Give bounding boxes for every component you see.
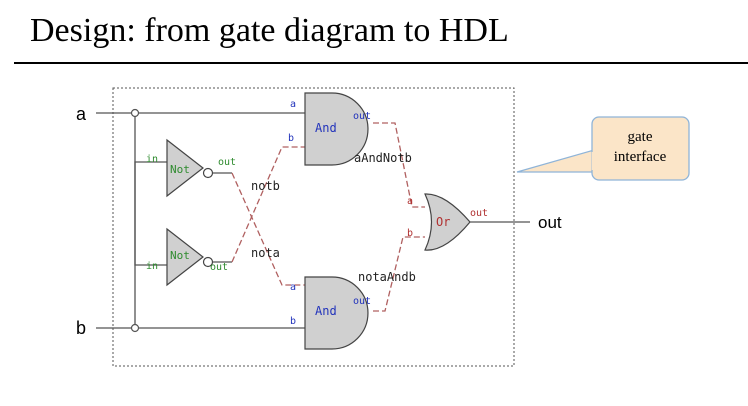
and-bottom-pin-a: a — [290, 282, 296, 293]
callout-pointer — [516, 149, 595, 173]
input-wires — [96, 112, 305, 329]
and-top-pin-a: a — [290, 99, 296, 110]
and-gate-bottom — [304, 276, 369, 350]
and-bottom-pin-b: b — [290, 316, 296, 327]
or-name: Or — [436, 215, 450, 229]
output-label: out — [538, 213, 562, 232]
internal-wires — [231, 122, 425, 312]
not-top-in-pin: in — [146, 154, 158, 165]
title-divider — [14, 62, 748, 64]
or-pin-a: a — [407, 196, 413, 207]
not-gate-top — [166, 138, 214, 198]
and-top-name: And — [315, 121, 337, 135]
and-top-out-pin: out — [353, 111, 371, 122]
wire-label-aAndNotb: aAndNotb — [354, 151, 412, 165]
not-bottom-out-pin: out — [210, 262, 228, 273]
or-out-pin: out — [470, 208, 488, 219]
callout-line-2: interface — [614, 149, 667, 165]
and-bottom-name: And — [315, 304, 337, 318]
junction-dot — [130, 323, 140, 333]
not-bottom-in-pin: in — [146, 261, 158, 272]
not-gate-bottom — [166, 227, 214, 287]
junction-dot — [130, 108, 140, 118]
input-label-a: a — [76, 104, 87, 124]
callout-line-1: gate — [628, 129, 653, 145]
and-bottom-out-pin: out — [353, 296, 371, 307]
slide-title: Design: from gate diagram to HDL — [30, 12, 509, 49]
not-bottom-name: Not — [170, 249, 190, 262]
not-top-name: Not — [170, 163, 190, 176]
callout-box — [591, 116, 690, 181]
wire-label-notb: notb — [251, 179, 280, 193]
wire-label-nota: nota — [251, 246, 280, 260]
and-top-pin-b: b — [288, 133, 294, 144]
and-gate-top — [304, 92, 369, 166]
chip-boundary — [112, 87, 515, 367]
not-output-stubs — [213, 172, 232, 263]
input-label-b: b — [76, 318, 86, 338]
or-gate — [424, 193, 471, 251]
not-top-out-pin: out — [218, 157, 236, 168]
or-pin-b: b — [407, 228, 413, 239]
wire-label-notaAndb: notaAndb — [358, 270, 416, 284]
